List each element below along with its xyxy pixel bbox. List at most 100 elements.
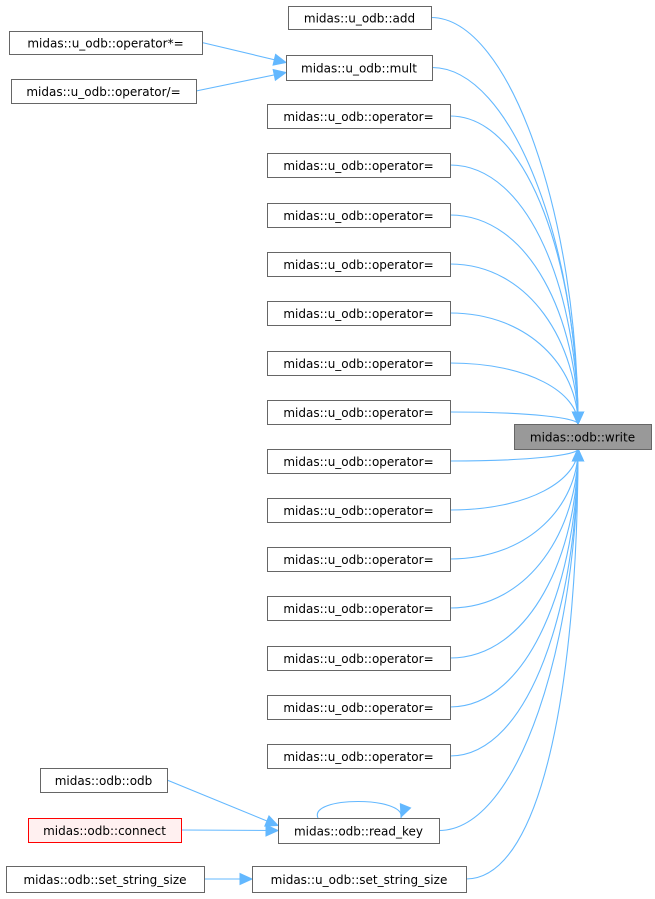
node-oss-box <box>6 866 205 893</box>
edge-mult-to-target <box>431 66 579 425</box>
node-op13-box <box>267 695 451 720</box>
nodes-layer: midas::odb::write midas::u_odb::addmidas:… <box>6 6 652 893</box>
node-opmuleq-label: midas::u_odb::operator*= <box>27 37 183 51</box>
edge-op9-to-target <box>449 448 579 511</box>
node-op12[interactable]: midas::u_odb::operator= <box>267 646 451 671</box>
node-mult-label: midas::u_odb::mult <box>301 62 417 76</box>
node-opmuleq-box <box>9 31 203 55</box>
node-uss-label: midas::u_odb::set_string_size <box>271 873 448 887</box>
node-op2-box <box>267 153 451 178</box>
node-op12-label: midas::u_odb::operator= <box>283 652 433 666</box>
edge-op5-to-target <box>449 312 579 425</box>
edge-uss-to-target-arrow <box>571 447 585 462</box>
edge-op10-to-target <box>449 448 579 560</box>
node-target-label: midas::odb::write <box>530 431 635 445</box>
node-op9-label: midas::u_odb::operator= <box>283 504 433 518</box>
node-op2[interactable]: midas::u_odb::operator= <box>267 153 451 178</box>
node-op6-label: midas::u_odb::operator= <box>283 357 433 371</box>
node-op5-box <box>267 301 451 326</box>
edge-readkey-to-readkey-arrow <box>399 803 412 819</box>
node-target[interactable]: midas::odb::write <box>514 424 652 450</box>
node-opmuleq[interactable]: midas::u_odb::operator*= <box>9 31 203 55</box>
node-op12-box <box>267 646 451 671</box>
node-op10-label: midas::u_odb::operator= <box>283 553 433 567</box>
node-op9[interactable]: midas::u_odb::operator= <box>267 498 451 523</box>
node-odb[interactable]: midas::odb::odb <box>40 768 168 793</box>
edge-opmuleq-to-mult <box>201 41 287 64</box>
node-oss-label: midas::odb::set_string_size <box>23 873 186 887</box>
node-op4-box <box>267 252 451 277</box>
edge-connect-to-readkey-arrow <box>265 824 280 837</box>
node-readkey-box <box>278 818 440 844</box>
node-op8-label: midas::u_odb::operator= <box>283 455 433 469</box>
node-op10-box <box>267 547 451 572</box>
node-op13[interactable]: midas::u_odb::operator= <box>267 695 451 720</box>
edge-readkey-to-target <box>438 448 579 832</box>
node-op14[interactable]: midas::u_odb::operator= <box>267 744 451 769</box>
node-op3-box <box>267 203 451 228</box>
node-op1-label: midas::u_odb::operator= <box>283 110 433 124</box>
node-op3-label: midas::u_odb::operator= <box>283 209 433 223</box>
node-opdiveq-label: midas::u_odb::operator/= <box>26 85 180 99</box>
node-connect-box <box>28 818 182 843</box>
node-op11-box <box>267 596 451 621</box>
edge-op4-to-target <box>449 263 579 425</box>
edge-op12-to-target <box>449 448 579 659</box>
edge-oss-to-uss-arrow <box>239 872 254 886</box>
node-op10[interactable]: midas::u_odb::operator= <box>267 547 451 572</box>
edge-op2-to-target <box>449 164 579 425</box>
node-odb-box <box>40 768 168 793</box>
node-op7-label: midas::u_odb::operator= <box>283 406 433 420</box>
node-op11-label: midas::u_odb::operator= <box>283 602 433 616</box>
edge-readkey-to-readkey <box>316 801 402 819</box>
node-op14-label: midas::u_odb::operator= <box>283 750 433 764</box>
node-op14-box <box>267 744 451 769</box>
edge-op14-to-target <box>449 448 579 757</box>
node-op9-box <box>267 498 451 523</box>
edge-op6-to-target <box>449 362 579 425</box>
node-op5[interactable]: midas::u_odb::operator= <box>267 301 451 326</box>
node-op1[interactable]: midas::u_odb::operator= <box>267 104 451 129</box>
node-readkey[interactable]: midas::odb::read_key <box>278 818 440 844</box>
node-op6[interactable]: midas::u_odb::operator= <box>267 351 451 376</box>
edge-odb-to-readkey <box>166 779 279 827</box>
edge-uss-to-target <box>465 448 579 880</box>
edge-add-to-target <box>430 16 579 425</box>
node-add[interactable]: midas::u_odb::add <box>288 6 432 30</box>
edge-odb-to-readkey-arrow <box>264 814 280 827</box>
node-op4-label: midas::u_odb::operator= <box>283 258 433 272</box>
node-opdiveq-box <box>11 79 197 104</box>
edge-op13-to-target <box>449 448 579 708</box>
node-add-box <box>288 6 432 30</box>
node-op13-label: midas::u_odb::operator= <box>283 701 433 715</box>
node-add-label: midas::u_odb::add <box>304 12 415 26</box>
node-uss[interactable]: midas::u_odb::set_string_size <box>252 866 467 893</box>
node-readkey-label: midas::odb::read_key <box>294 825 423 839</box>
node-op7-box <box>267 400 451 425</box>
node-op11[interactable]: midas::u_odb::operator= <box>267 596 451 621</box>
node-opdiveq[interactable]: midas::u_odb::operator/= <box>11 79 197 104</box>
edge-op7-to-target <box>449 411 579 425</box>
edge-connect-to-readkey <box>180 829 279 832</box>
node-oss[interactable]: midas::odb::set_string_size <box>6 866 205 893</box>
edge-op3-to-target <box>449 214 579 425</box>
node-op1-box <box>267 104 451 129</box>
node-op5-label: midas::u_odb::operator= <box>283 307 433 321</box>
edge-op8-to-target <box>449 448 579 462</box>
node-target-box <box>514 424 652 450</box>
node-odb-label: midas::odb::odb <box>55 774 153 788</box>
node-uss-box <box>252 866 467 893</box>
node-connect[interactable]: midas::odb::connect <box>28 818 182 843</box>
node-mult[interactable]: midas::u_odb::mult <box>286 55 433 81</box>
node-op3[interactable]: midas::u_odb::operator= <box>267 203 451 228</box>
node-op7[interactable]: midas::u_odb::operator= <box>267 400 451 425</box>
edges-layer <box>166 16 585 886</box>
node-op8[interactable]: midas::u_odb::operator= <box>267 449 451 474</box>
node-op6-box <box>267 351 451 376</box>
edge-op1-to-target <box>449 115 579 425</box>
node-mult-box <box>286 55 433 81</box>
edge-op7-to-target-arrow <box>571 411 585 426</box>
node-op8-box <box>267 449 451 474</box>
node-op4[interactable]: midas::u_odb::operator= <box>267 252 451 277</box>
